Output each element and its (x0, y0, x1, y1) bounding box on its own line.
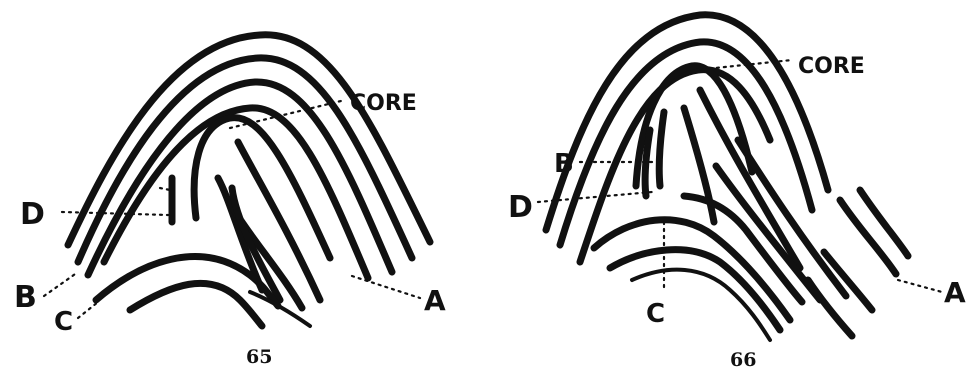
figure-66-core-label: CORE (798, 54, 865, 79)
figure-66-label-c: C (646, 299, 665, 329)
figure-65-loop-pattern: CORE D B C A 65 (14, 35, 446, 368)
figure-65-bottom-arch-2 (130, 283, 262, 326)
figure-65-a-leader (352, 276, 420, 298)
figure-65-core-ridge-1 (218, 178, 262, 290)
figure-66-right-ridge-1 (840, 200, 896, 274)
figure-66-rod-1 (645, 130, 650, 196)
figure-66-loop-pattern: CORE B D C A 66 (508, 15, 966, 371)
figure-65-label-c: C (54, 307, 73, 337)
figure-65-label-a: A (424, 284, 446, 317)
figure-66-right-ridge-2 (860, 190, 908, 256)
figure-65-b-leader (44, 272, 78, 296)
figure-65-label-d: D (20, 197, 45, 232)
figure-66-a-leader (898, 280, 942, 292)
figure-65-number: 65 (246, 346, 272, 368)
figure-66-label-b: B (554, 149, 574, 179)
figure-66-number: 66 (730, 349, 756, 371)
figure-65-core-label: CORE (350, 91, 417, 116)
figure-66-rod-2 (659, 112, 664, 186)
figure-65-label-b: B (14, 280, 37, 315)
figure-66-core-ridge-2 (700, 90, 800, 268)
figure-66-label-d: D (508, 190, 533, 225)
figure-66-label-a: A (944, 276, 966, 309)
figure-66-right-ridge-4 (808, 280, 852, 336)
figure-65-c-leader (78, 302, 98, 318)
